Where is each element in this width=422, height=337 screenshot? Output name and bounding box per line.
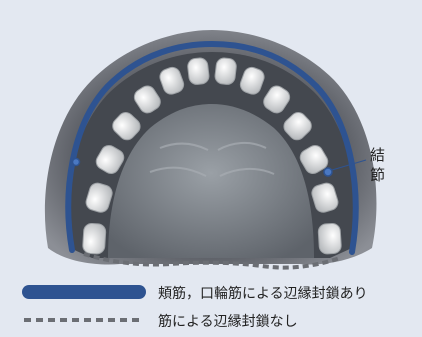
tooth [187, 57, 210, 85]
tooth [82, 223, 106, 254]
nodule-marker-left [73, 159, 80, 166]
nodule-marker-right [324, 168, 332, 176]
tooth [214, 57, 237, 85]
legend-solid-line-swatch [22, 285, 146, 299]
tooth [318, 223, 342, 254]
nodule-label-line2: 節 [370, 166, 385, 184]
legend-solid-line-text: 頬筋，口輪筋による辺縁封鎖あり [158, 285, 368, 302]
nodule-label-line1: 結 [370, 146, 385, 164]
legend-dashed-line-text: 筋による辺縁封鎖なし [158, 313, 298, 330]
